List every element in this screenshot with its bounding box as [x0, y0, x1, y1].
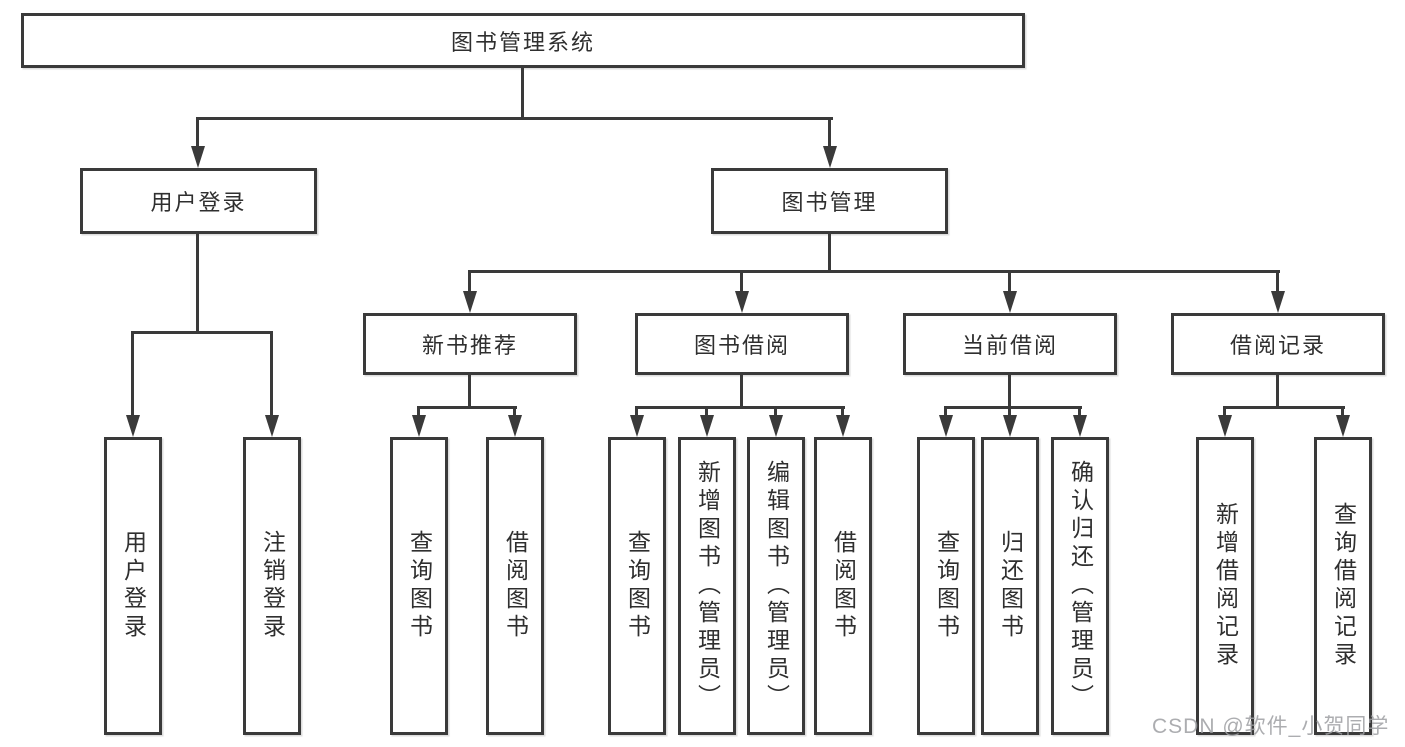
- connector-group-current-borrow-horizontal: [944, 406, 1082, 409]
- arrowhead-book-mgmt: [823, 146, 837, 168]
- leaf-confirm-return-admin: 确认归还（管理员）: [1051, 437, 1109, 735]
- connector-group-borrow-records-horizontal: [1223, 406, 1345, 409]
- node-root-library-system: 图书管理系统: [21, 13, 1025, 68]
- connector-book-mgmt-drop: [828, 234, 831, 273]
- leaf-user-login: 用户登录: [104, 437, 162, 735]
- arrowhead-c2: [700, 415, 714, 437]
- connector-stub-book-borrow: [740, 270, 743, 293]
- connector-stub-b1: [417, 406, 420, 417]
- leaf-edit-books-admin: 编辑图书（管理员）: [747, 437, 805, 735]
- connector-stub-e2: [1341, 406, 1344, 417]
- leaf-query-books-current: 查询图书: [917, 437, 975, 735]
- leaf-add-books-admin: 新增图书（管理员）: [678, 437, 736, 735]
- connector-current-borrow-drop: [1008, 375, 1011, 409]
- connector-stub-b2: [513, 406, 516, 417]
- arrowhead-d2: [1003, 415, 1017, 437]
- connector-stub-c1: [635, 406, 638, 417]
- arrowhead-d3: [1073, 415, 1087, 437]
- arrowhead-logout-leaf: [265, 415, 279, 437]
- arrowhead-new-books: [463, 291, 477, 313]
- arrowhead-login-leaf: [126, 415, 140, 437]
- connector-stub-d3: [1078, 406, 1081, 417]
- arrowhead-user-login: [191, 146, 205, 168]
- connector-user-login-drop: [196, 234, 199, 334]
- leaf-borrow-books-recommend: 借阅图书: [486, 437, 544, 735]
- connector-stub-e1: [1223, 406, 1226, 417]
- connector-stub-current-borrow: [1008, 270, 1011, 293]
- connector-stub-book-mgmt: [828, 117, 831, 147]
- arrowhead-book-borrow: [735, 291, 749, 313]
- arrowhead-current-borrow: [1003, 291, 1017, 313]
- connector-user-login-horizontal: [131, 331, 273, 334]
- node-user-login: 用户登录: [80, 168, 317, 234]
- connector-level3-horizontal: [468, 270, 1280, 273]
- arrowhead-b2: [508, 415, 522, 437]
- connector-stub-c4: [841, 406, 844, 417]
- arrowhead-e1: [1218, 415, 1232, 437]
- arrowhead-borrow-records: [1271, 291, 1285, 313]
- connector-stub-d2: [1008, 406, 1011, 417]
- arrowhead-c3: [769, 415, 783, 437]
- connector-group-book-borrow-horizontal: [635, 406, 845, 409]
- connector-new-books-drop: [468, 375, 471, 409]
- node-book-management: 图书管理: [711, 168, 948, 234]
- connector-stub-login-leaf: [131, 331, 134, 417]
- connector-group-new-books-horizontal: [417, 406, 517, 409]
- connector-stub-new-books: [468, 270, 471, 293]
- csdn-watermark: CSDN @软件_小贺同学: [1152, 715, 1390, 738]
- arrowhead-d1: [939, 415, 953, 437]
- connector-stub-user-login: [196, 117, 199, 147]
- leaf-add-borrow-record: 新增借阅记录: [1196, 437, 1254, 735]
- arrowhead-e2: [1336, 415, 1350, 437]
- connector-stub-borrow-records: [1276, 270, 1279, 293]
- connector-stub-c3: [774, 406, 777, 417]
- leaf-query-books-borrowing: 查询图书: [608, 437, 666, 735]
- leaf-logout: 注销登录: [243, 437, 301, 735]
- leaf-borrow-books: 借阅图书: [814, 437, 872, 735]
- node-new-book-recommend: 新书推荐: [363, 313, 577, 375]
- arrowhead-c4: [836, 415, 850, 437]
- connector-stub-d1: [944, 406, 947, 417]
- leaf-return-books: 归还图书: [981, 437, 1039, 735]
- connector-book-borrow-drop: [740, 375, 743, 409]
- node-current-borrowing: 当前借阅: [903, 313, 1117, 375]
- node-book-borrowing: 图书借阅: [635, 313, 849, 375]
- connector-root-drop: [521, 68, 524, 119]
- arrowhead-b1: [412, 415, 426, 437]
- connector-stub-logout-leaf: [270, 331, 273, 417]
- connector-level2-horizontal: [197, 117, 833, 120]
- leaf-query-borrow-record: 查询借阅记录: [1314, 437, 1372, 735]
- leaf-query-books-recommend: 查询图书: [390, 437, 448, 735]
- arrowhead-c1: [630, 415, 644, 437]
- connector-borrow-records-drop: [1276, 375, 1279, 409]
- connector-stub-c2: [705, 406, 708, 417]
- node-borrowing-records: 借阅记录: [1171, 313, 1385, 375]
